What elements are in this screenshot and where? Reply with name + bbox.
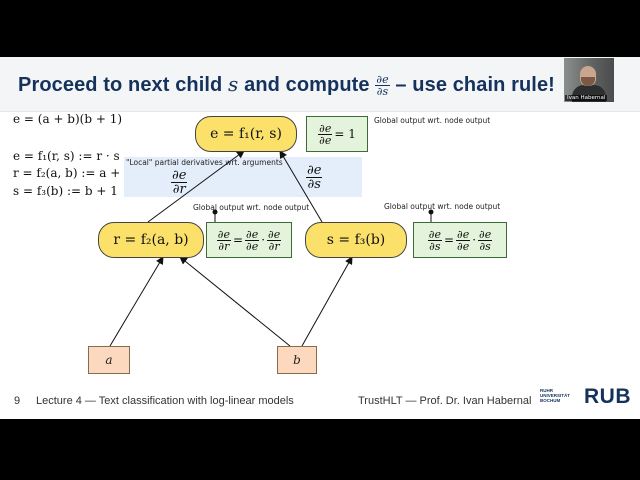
global-derivative-box-r: ∂e∂r = ∂e∂e · ∂e∂r <box>206 222 292 258</box>
global-derivative-box-s: ∂e∂s = ∂e∂e · ∂e∂s <box>413 222 507 258</box>
edge-s-e <box>279 150 323 223</box>
local-derivative-r: ∂e∂r <box>171 168 188 197</box>
footer-author: TrustHLT — Prof. Dr. Ivan Habernal <box>358 395 532 407</box>
rub-logo: RUB <box>584 385 631 408</box>
node-e: e = f₁(r, s) <box>195 116 297 152</box>
edge-b-r <box>179 256 291 347</box>
equation-1: e = (a + b)(b + 1) <box>13 112 123 126</box>
webcam-name-label: Ivan Habernal <box>565 95 608 101</box>
webcam-video: Ivan Habernal <box>564 58 614 102</box>
global-note-r: Global output wrt. node output <box>193 203 310 212</box>
equation-3: r = f₂(a, b) := a + b <box>13 166 132 180</box>
leaf-a: a <box>88 346 130 374</box>
edge-a-r <box>109 256 164 347</box>
edge-r-e <box>147 150 245 223</box>
university-wordmark: RUHR UNIVERSITÄT BOCHUM <box>540 388 571 403</box>
edge-b-s <box>301 256 353 347</box>
equation-2: e = f₁(r, s) := r · s <box>13 149 120 163</box>
equation-4: s = f₃(b) := b + 1 <box>13 184 118 198</box>
node-s: s = f₃(b) <box>305 222 407 258</box>
node-r: r = f₂(a, b) <box>98 222 204 258</box>
title-bar <box>0 57 640 112</box>
global-note-s: Global output wrt. node output <box>384 202 501 211</box>
slide-title: Proceed to next child s and compute ∂e ∂… <box>18 72 555 99</box>
global-derivative-box-e: ∂e∂e = 1 <box>306 116 368 152</box>
local-derivatives-note: "Local" partial derivatives wrt. argumen… <box>126 158 283 167</box>
local-derivative-s: ∂e∂s <box>306 163 323 192</box>
lecture-title: Lecture 4 — Text classification with log… <box>36 395 294 407</box>
leaf-b: b <box>277 346 317 374</box>
page-number: 9 <box>14 395 21 407</box>
global-note-top: Global output wrt. node output <box>374 116 491 125</box>
